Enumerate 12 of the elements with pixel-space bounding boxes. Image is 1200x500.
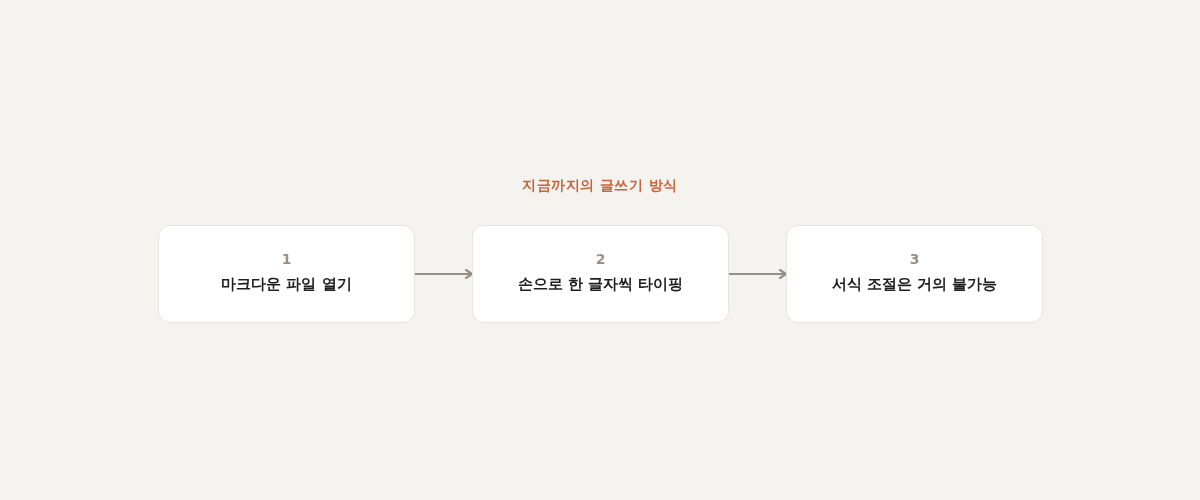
step-text: 손으로 한 글자씩 타이핑 [517,273,684,295]
step-number: 1 [281,249,292,268]
arrow [729,268,788,280]
step-card [158,225,415,323]
diagram-title: 지금까지의 글쓰기 방식 [522,177,678,193]
step-card [786,225,1043,323]
step-number: 2 [595,249,606,268]
arrow [415,268,474,280]
step-card [472,225,729,323]
step-number: 3 [909,249,920,268]
step-text: 서식 조절은 거의 불가능 [831,273,998,295]
step-text: 마크다운 파일 열기 [221,273,352,295]
